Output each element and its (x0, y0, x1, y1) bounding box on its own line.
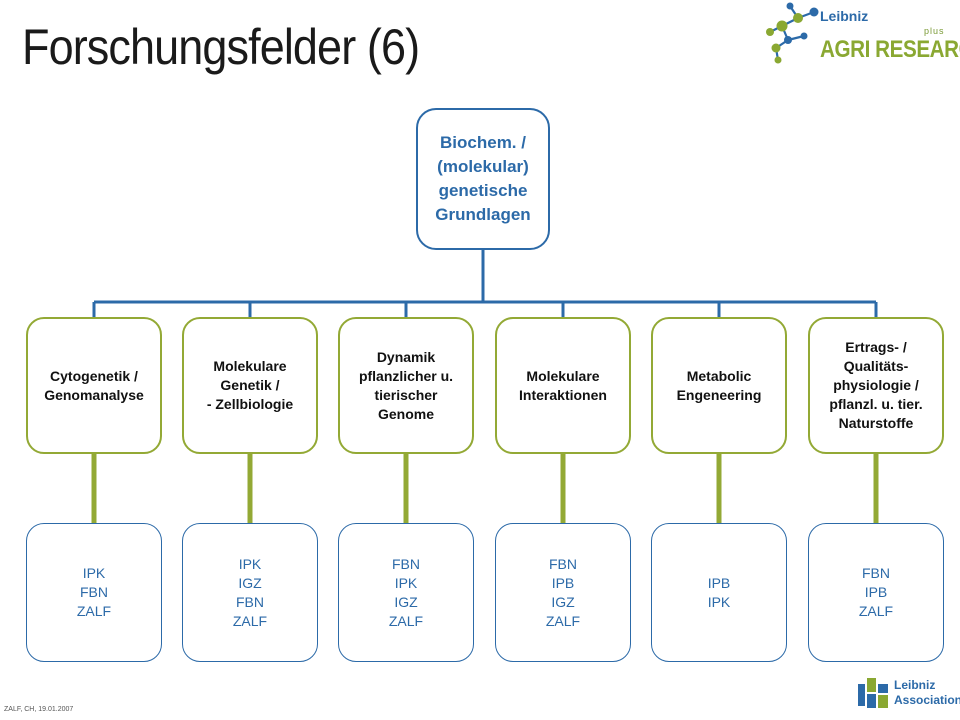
institute-label: IPB (551, 574, 575, 591)
category-node-molekulare-interaktionen: Molekulare Interaktionen (495, 317, 631, 454)
agri-research-logo: Leibniz plus AGRI RESEARCH (760, 2, 960, 76)
institute-node-1: IPK FBN ZALF (26, 523, 162, 662)
institute-label: ZALF (858, 603, 894, 619)
root-connectors (92, 250, 878, 317)
institute-label: IGZ (238, 574, 262, 591)
institute-label: ZALF (76, 603, 112, 619)
root-node-label: Biochem. / (molekular) genetische Grundl… (435, 133, 531, 224)
institute-label: IPK (238, 555, 262, 572)
institute-label: FBN (79, 584, 108, 600)
footer-note: ZALF, CH, 19.01.2007 (4, 706, 74, 713)
logo-plus-text: plus (924, 26, 945, 36)
category-node-ertrags-qualitaetsphysiologie: Ertrags- / Qualitäts- physiologie / pfla… (808, 317, 944, 454)
institute-label: ZALF (232, 612, 268, 629)
institute-label: IPK (394, 574, 418, 591)
logo-agri-research-text: AGRI RESEARCH (820, 36, 960, 63)
institute-node-4: FBN IPB IGZ ZALF (495, 523, 631, 662)
logo-leibniz-line: Leibniz (894, 678, 936, 692)
logo-association-line: Association (894, 693, 960, 707)
institute-label: IPK (82, 565, 106, 581)
category-label: Molekulare Interaktionen (519, 367, 607, 403)
institute-label: FBN (391, 555, 420, 572)
institute-label: ZALF (545, 612, 581, 629)
leibniz-emblem-icon (858, 678, 888, 708)
institute-label: IGZ (551, 593, 575, 610)
root-node: Biochem. / (molekular) genetische Grundl… (416, 108, 550, 250)
category-label: Metabolic Engeneering (676, 367, 762, 403)
category-node-dynamik: Dynamik pflanzlicher u. tierischer Genom… (338, 317, 474, 454)
institute-label: IPB (864, 584, 888, 600)
institute-label: IPB (707, 574, 731, 591)
category-node-metabolic-engeneering: Metabolic Engeneering (651, 317, 787, 454)
institute-connectors (91, 454, 879, 523)
category-node-molekulare-genetik: Molekulare Genetik / - Zellbiologie (182, 317, 318, 454)
category-label: Cytogenetik / Genomanalyse (44, 367, 144, 403)
institute-node-5: IPB IPK (651, 523, 787, 662)
institute-label: FBN (861, 565, 890, 581)
category-label: Ertrags- / Qualitäts- physiologie / pfla… (829, 339, 923, 431)
institute-node-6: FBN IPB ZALF (808, 523, 944, 662)
institute-node-3: FBN IPK IGZ ZALF (338, 523, 474, 662)
slide-title: Forschungsfelder (6) (22, 19, 420, 75)
institute-node-2: IPK IGZ FBN ZALF (182, 523, 318, 662)
institute-label: ZALF (388, 612, 424, 629)
institute-label: IGZ (394, 593, 418, 610)
category-label: Molekulare Genetik / - Zellbiologie (206, 358, 294, 412)
molecule-network-icon (766, 2, 819, 64)
category-node-cytogenetik: Cytogenetik / Genomanalyse (26, 317, 162, 454)
leibniz-association-logo: Leibniz Association (856, 672, 960, 718)
institute-label: IPK (707, 593, 731, 610)
institute-label: FBN (235, 593, 264, 610)
institute-label: FBN (548, 555, 577, 572)
logo-leibniz-text: Leibniz (820, 8, 869, 24)
category-label: Dynamik pflanzlicher u. tierischer Genom… (358, 348, 454, 422)
